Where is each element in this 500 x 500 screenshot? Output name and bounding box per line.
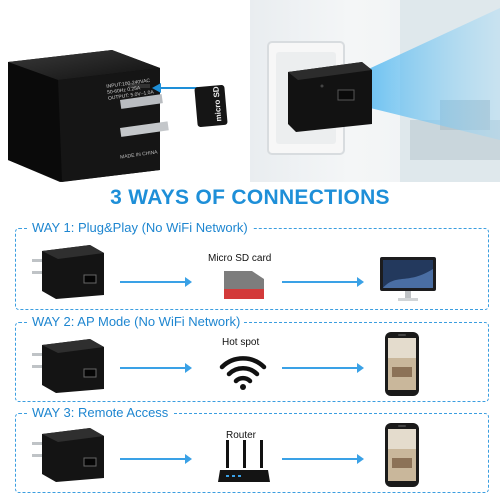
way-2-caption: Hot spot <box>222 337 260 348</box>
charger-icon <box>32 339 104 393</box>
room-scene-photo <box>250 0 500 182</box>
way-3-caption: Router <box>226 430 257 441</box>
way-3-panel: WAY 3: Remote Access Router <box>15 405 489 493</box>
flow-arrow <box>282 363 364 373</box>
way-1-caption: Micro SD card <box>208 253 272 264</box>
charger-camera-illustration <box>8 50 169 182</box>
flow-arrow <box>120 454 192 464</box>
way-1-label: WAY 1: Plug&Play (No WiFi Network) <box>28 220 252 235</box>
product-closeup-photo: INPUT:100-240VAC 50-60Hz 0.25A OUTPUT: 5… <box>0 0 250 182</box>
router-icon <box>218 440 270 482</box>
way-2-panel: WAY 2: AP Mode (No WiFi Network) Hot spo… <box>15 314 489 402</box>
way-3-label: WAY 3: Remote Access <box>28 405 173 420</box>
smartphone-icon <box>385 423 419 487</box>
flow-arrow <box>282 454 364 464</box>
way-1-panel: WAY 1: Plug&Play (No WiFi Network) Micro… <box>15 220 489 310</box>
smartphone-icon <box>385 332 419 396</box>
wall-outlet-scene <box>267 0 500 182</box>
page-title: 3 WAYS OF CONNECTIONS <box>110 186 390 209</box>
charger-icon <box>32 428 104 482</box>
sd-card-text: micro SD <box>211 86 224 122</box>
monitor-icon <box>380 257 436 301</box>
wifi-icon <box>219 356 267 390</box>
micro-sd-card: micro SD <box>194 84 228 128</box>
flow-arrow <box>120 277 192 287</box>
flow-arrow <box>120 363 192 373</box>
way-2-label: WAY 2: AP Mode (No WiFi Network) <box>28 314 245 329</box>
flow-arrow <box>282 277 364 287</box>
charger-icon <box>32 245 104 299</box>
sd-card-icon <box>224 271 264 299</box>
insert-arrow-icon <box>152 83 198 93</box>
